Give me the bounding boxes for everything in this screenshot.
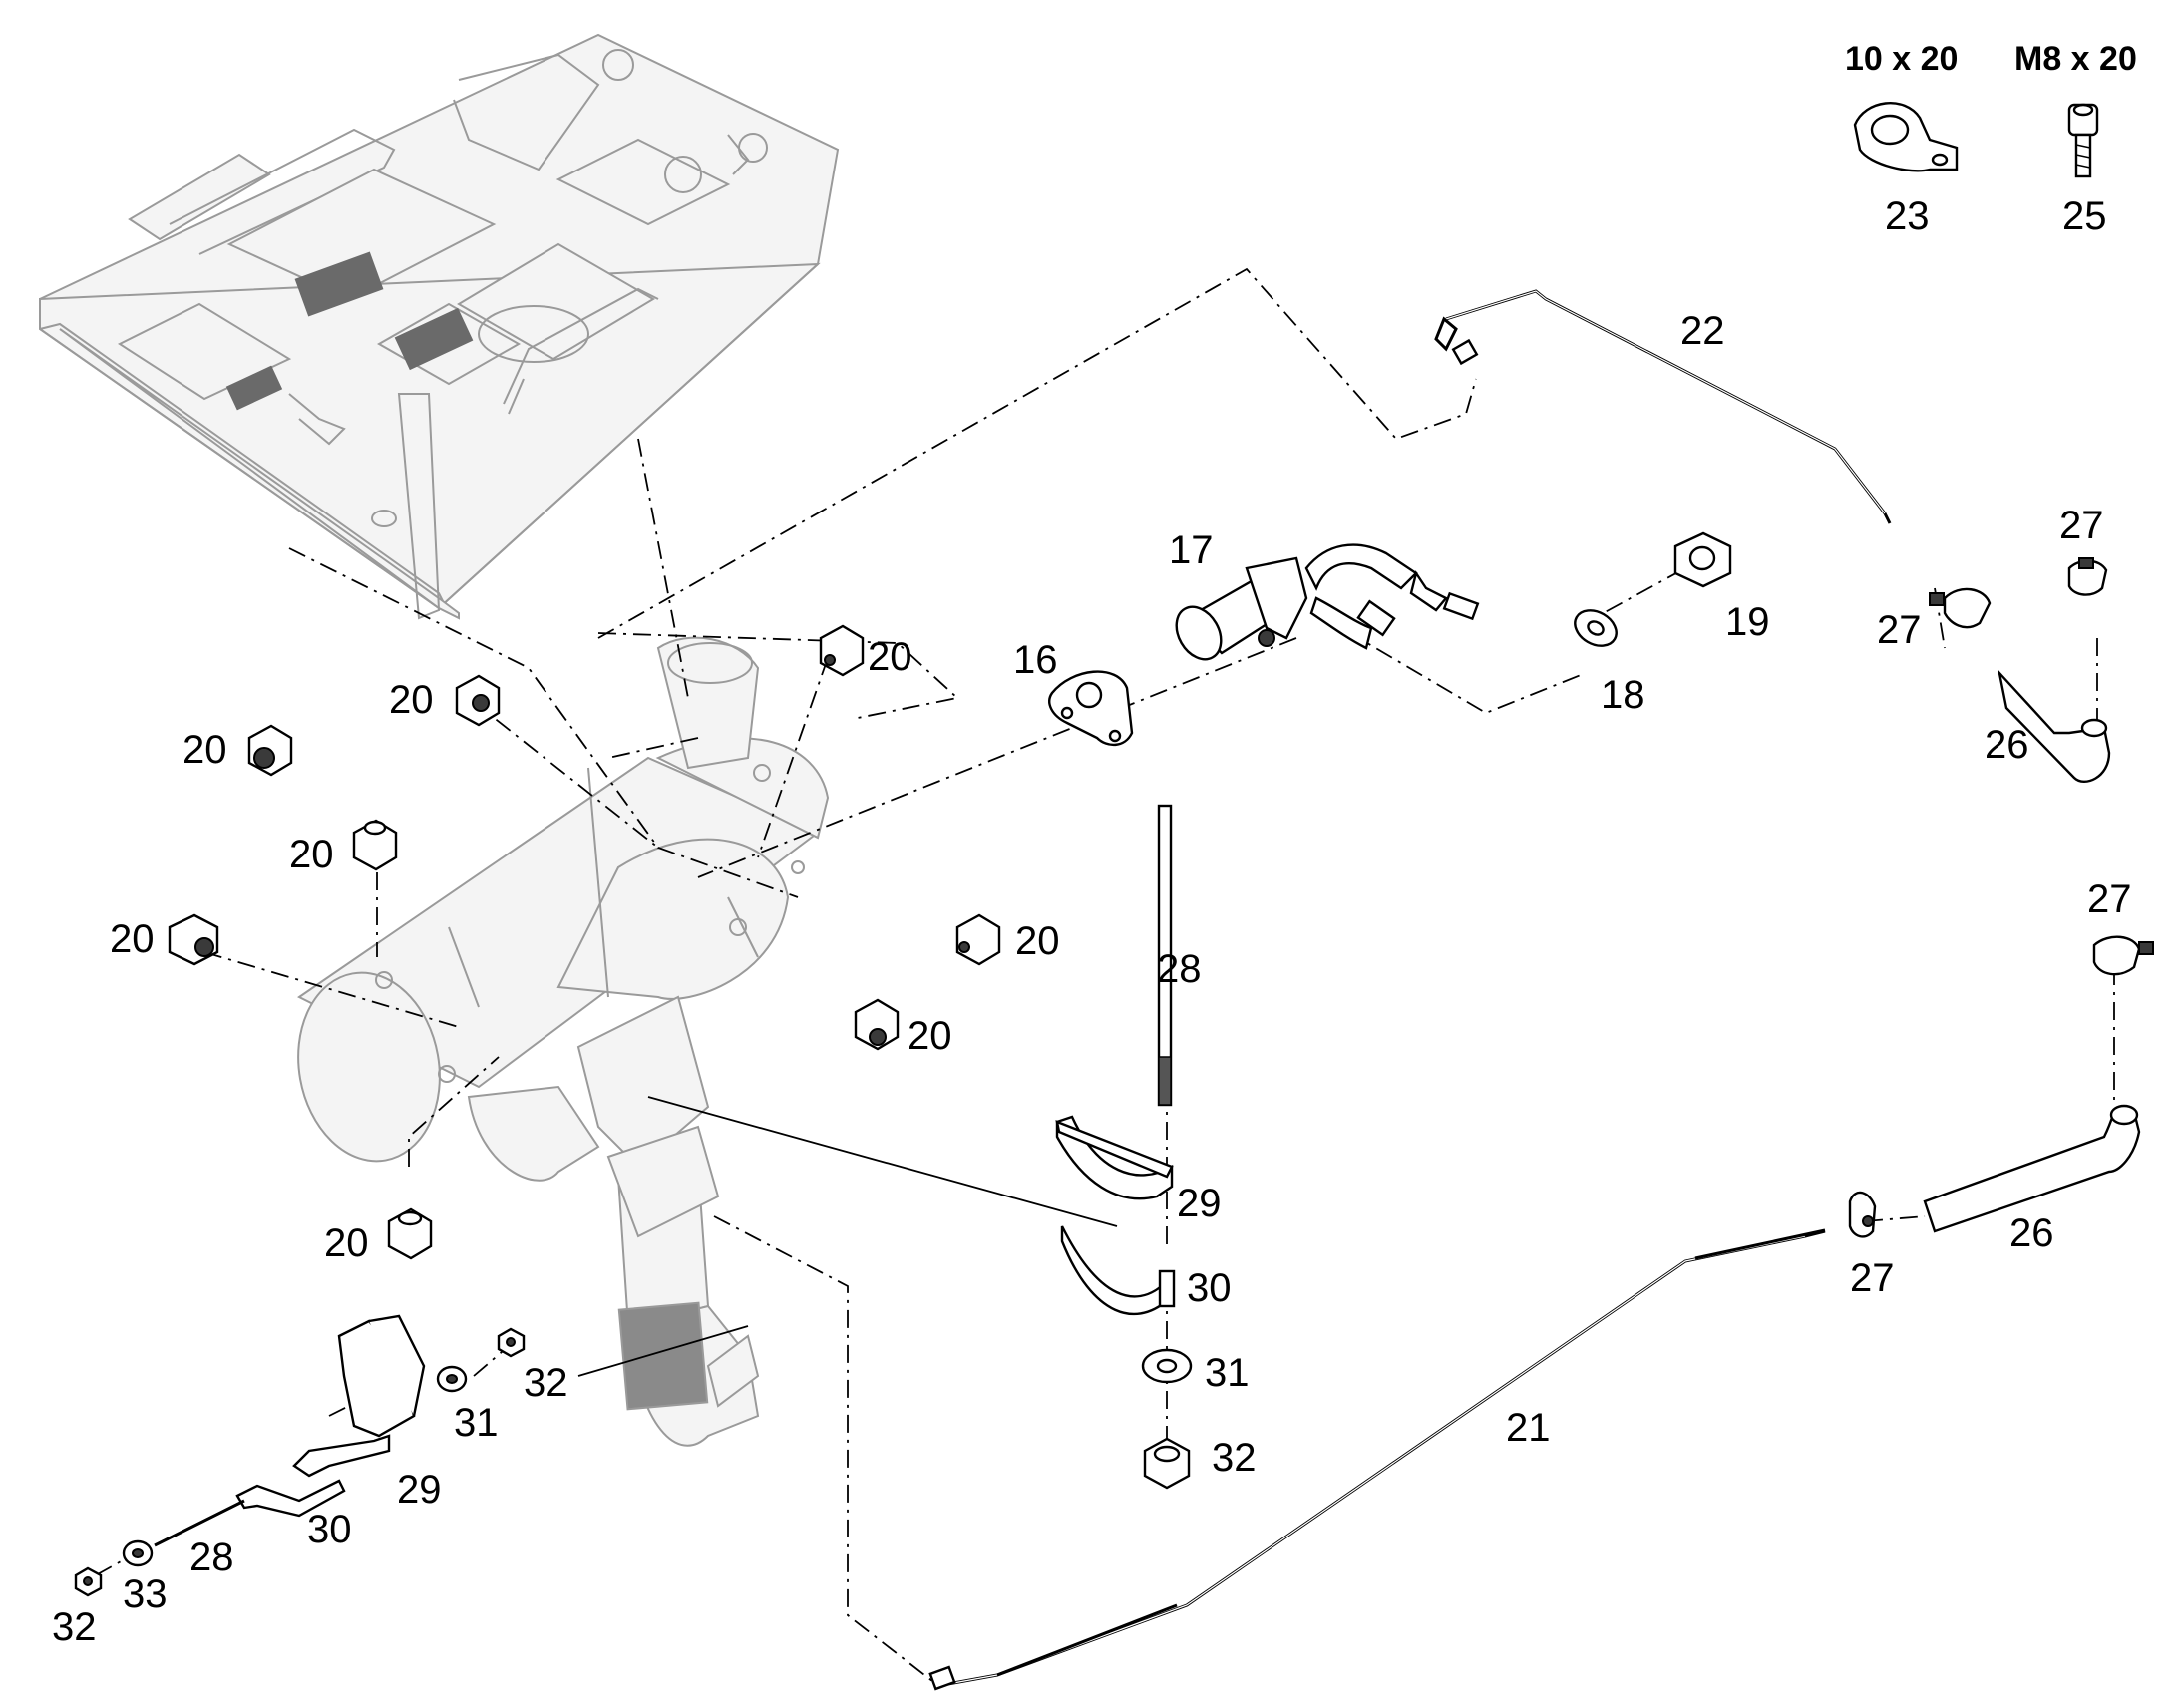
- callout-21: 21: [1506, 1406, 1551, 1450]
- callout-20-right-upper: 20: [1015, 919, 1060, 963]
- hose-clamp-27-lower-left: [1848, 1191, 1877, 1238]
- gasket-16: [1048, 670, 1134, 747]
- clamp-half-30-left: [235, 1479, 346, 1518]
- clamp-half-30: [1060, 1225, 1176, 1316]
- nut-20-top: [819, 624, 865, 677]
- callout-28-vertical: 28: [1157, 947, 1202, 991]
- hose-clamp-27-upper-right: [2067, 557, 2108, 596]
- stud-28-left: [154, 1499, 245, 1547]
- callout-29-left: 29: [397, 1468, 442, 1512]
- washer-18: [1574, 609, 1618, 647]
- frame-platform-ghost: [39, 33, 840, 620]
- callout-32-right: 32: [1212, 1436, 1257, 1480]
- callout-20-bottom: 20: [324, 1221, 369, 1265]
- callout-31-right: 31: [1205, 1351, 1250, 1395]
- callout-33: 33: [123, 1572, 168, 1616]
- callout-28-left: 28: [189, 1536, 234, 1579]
- washer-31-right: [1141, 1348, 1193, 1384]
- callout-17: 17: [1169, 528, 1214, 572]
- callout-27-lower: 27: [1850, 1256, 1895, 1300]
- callout-30-left: 30: [307, 1508, 352, 1551]
- nut-20-right-lower: [854, 998, 900, 1051]
- nut-20-right-upper: [955, 913, 1001, 966]
- callout-26-lower: 26: [2009, 1211, 2054, 1255]
- callout-16: 16: [1013, 638, 1058, 682]
- callout-23: 23: [1885, 194, 1930, 238]
- hose-26-upper: [1997, 669, 2111, 783]
- callout-31-left: 31: [454, 1401, 499, 1445]
- washer-31-left: [436, 1365, 468, 1393]
- nut-20-mid-left: [352, 819, 398, 871]
- callout-30-right: 30: [1187, 1266, 1232, 1310]
- nut-32-upper-left: [497, 1327, 526, 1358]
- sensor-17: [1175, 543, 1480, 661]
- hose-26-lower: [1923, 1104, 2141, 1233]
- screw-size-label: M8 x 20: [2014, 40, 2137, 78]
- nut-32-lower-left: [74, 1566, 103, 1597]
- callout-27-upper-right: 27: [2059, 504, 2104, 547]
- callout-27-upper-left: 27: [1877, 608, 1922, 652]
- bracket-lower-left: [337, 1314, 426, 1438]
- callout-20-right-lower: 20: [908, 1014, 952, 1058]
- callout-32-upper-left: 32: [524, 1361, 568, 1405]
- pressure-pipe-upper: [1434, 289, 1892, 524]
- hex-nut-19: [1673, 531, 1732, 588]
- nut-20-bottom: [387, 1207, 433, 1260]
- clip-size-label: 10 x 20: [1845, 40, 1958, 78]
- callout-20-left: 20: [289, 833, 334, 876]
- callout-26-upper: 26: [1985, 723, 2029, 767]
- clamp-half-29: [1055, 1115, 1174, 1200]
- callout-29-right: 29: [1177, 1182, 1222, 1225]
- callout-25: 25: [2062, 194, 2107, 238]
- callout-27-right: 27: [2087, 877, 2132, 921]
- callout-20-upper-left: 20: [389, 678, 434, 722]
- callout-32-lower-left: 32: [52, 1605, 97, 1649]
- hose-clamp-27-upper-left: [1929, 587, 1992, 629]
- muffler-assembly-ghost: [297, 636, 830, 1447]
- stud-28-vertical: [1157, 804, 1173, 1107]
- callout-20-lower-left: 20: [110, 917, 155, 961]
- p-clip-23: [1853, 102, 1959, 172]
- callout-20-far-left: 20: [182, 728, 227, 772]
- callout-20-top: 20: [868, 635, 912, 679]
- hose-clamp-27-lower-right: [2092, 935, 2154, 976]
- pressure-pipe-lower: [928, 1228, 1826, 1691]
- nut-20-upper-left: [455, 674, 501, 727]
- clamp-half-29-left: [292, 1434, 391, 1478]
- washer-33-left: [122, 1539, 154, 1567]
- nut-32-right: [1143, 1437, 1191, 1490]
- nut-20-far-left: [168, 913, 219, 966]
- socket-screw-25: [2067, 103, 2099, 178]
- callout-22: 22: [1680, 309, 1725, 353]
- nut-20-left: [247, 724, 293, 777]
- callout-18: 18: [1601, 673, 1645, 717]
- callout-19: 19: [1725, 600, 1770, 644]
